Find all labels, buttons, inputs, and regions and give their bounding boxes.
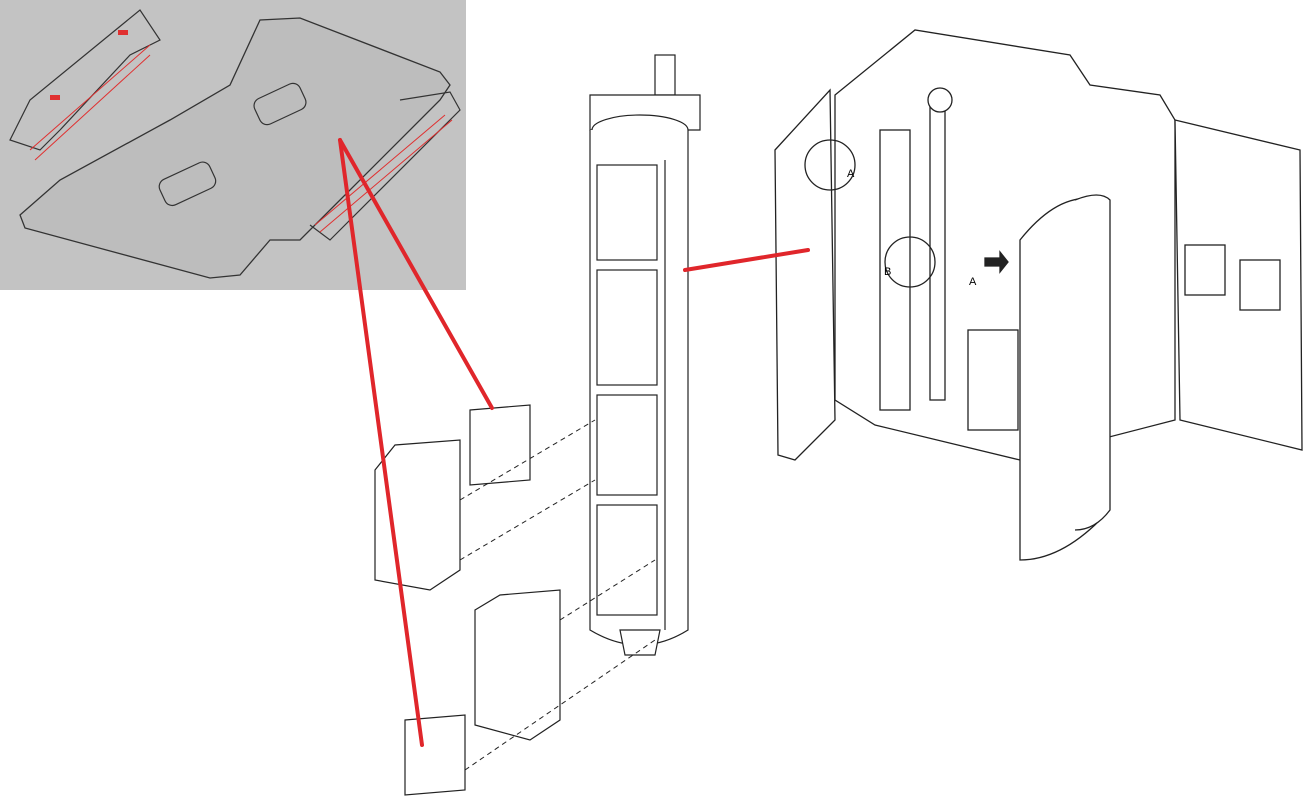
leader-line-column-to-cabinet	[683, 248, 810, 272]
callout-label-a-side: A	[969, 276, 977, 288]
leader-lines	[338, 138, 810, 747]
tray-cad-view	[0, 0, 466, 290]
callout-label-a-top: A	[847, 168, 855, 180]
leader-line-tray-to-lower-plate	[338, 138, 424, 747]
leader-line-tray-to-upper-plate	[338, 138, 494, 410]
library-cabinet	[774, 29, 1303, 561]
carousel-column	[589, 54, 701, 656]
callout-label-b: B	[884, 266, 891, 278]
